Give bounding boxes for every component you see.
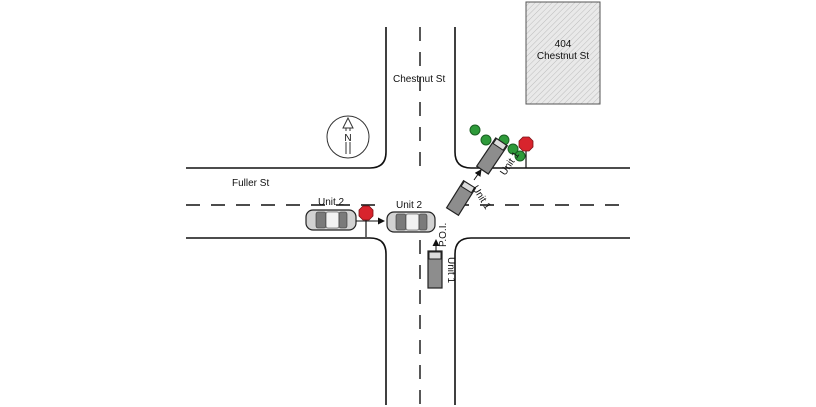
compass-letter: N xyxy=(344,133,351,144)
north-arrow-icon: N xyxy=(326,115,370,159)
tree-icon xyxy=(507,143,519,155)
stop-sign-icon-ne xyxy=(518,136,534,168)
label-unit1-mid: Unit 1 xyxy=(469,184,492,212)
road-edge-se xyxy=(454,237,630,405)
road-edge-nw xyxy=(186,27,387,169)
street-label-fuller: Fuller St xyxy=(232,178,269,189)
truck-icon-unit1-mid xyxy=(445,179,477,217)
truck-icon-unit1-final xyxy=(475,137,509,175)
building-number: 404 xyxy=(555,39,572,50)
label-unit2-start: Unit 2 xyxy=(318,197,345,208)
path-arrow-unit1-b xyxy=(473,169,482,181)
tree-icon xyxy=(469,124,481,136)
car-icon-unit2-mid xyxy=(386,211,436,233)
label-unit1-start: Unit 1 xyxy=(445,257,456,284)
tree-icon xyxy=(480,134,492,146)
street-label-chestnut: Chestnut St xyxy=(393,74,445,85)
road-edges xyxy=(186,27,630,405)
building-street: Chestnut St xyxy=(537,51,589,62)
center-lines xyxy=(186,27,630,405)
tree-icon xyxy=(514,150,526,162)
truck-icon-unit1-start xyxy=(427,250,443,289)
stop-sign-icon-w xyxy=(358,205,374,237)
car-icon-unit2-start xyxy=(305,209,357,231)
road-edge-sw xyxy=(186,237,387,405)
road-edge-ne xyxy=(454,27,630,169)
label-poi: P.O.I. xyxy=(438,223,449,247)
label-unit2-mid: Unit 2 xyxy=(396,200,423,211)
building-404: 404 Chestnut St xyxy=(525,1,601,105)
